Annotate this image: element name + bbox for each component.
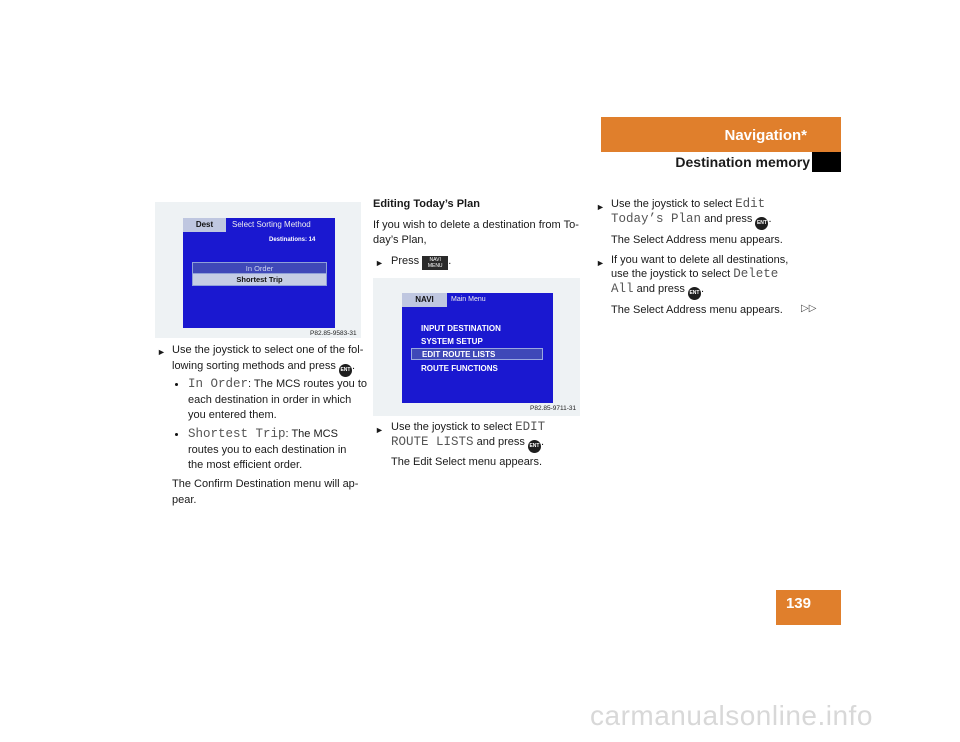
menu-item: ROUTE FUNCTIONS <box>421 364 498 373</box>
step-text-line: Use the joystick to select one of the fo… <box>172 344 364 356</box>
menu-code: ROUTE LISTS <box>391 435 474 449</box>
step-arrow-icon: ► <box>375 425 384 435</box>
option-text-line: you entered them. <box>188 409 277 421</box>
option-code: In Order <box>188 377 249 391</box>
option-shortest-trip: Shortest Trip <box>192 273 327 286</box>
ent-key-icon: ENT <box>527 440 541 453</box>
step-text: and press <box>704 213 753 225</box>
result-text: The Select Address menu appears. <box>611 304 783 316</box>
screen-title: Main Menu <box>451 296 486 303</box>
step-arrow-icon: ► <box>596 202 605 212</box>
section-title: Navigation* <box>601 117 841 152</box>
option-text: : The MCS <box>285 428 338 440</box>
option-code: Shortest Trip <box>188 427 286 441</box>
menu-item: INPUT DESTINATION <box>421 324 501 333</box>
ent-key-icon: ENT <box>338 364 352 377</box>
step-text-line: Use the joystick to select Edit <box>611 196 765 212</box>
bullet-dot <box>175 433 178 436</box>
screen-tab: NAVI <box>402 293 447 307</box>
menu-item: SYSTEM SETUP <box>421 337 483 346</box>
image-reference: P82.85-9711-31 <box>530 405 577 412</box>
option-text-line: routes you to each destination in <box>188 444 347 456</box>
step-text: and press <box>636 283 685 295</box>
step-text: and press <box>476 436 525 448</box>
step-arrow-icon: ► <box>157 347 166 357</box>
step-text-line: use the joystick to select Delete <box>611 266 778 282</box>
step-text: Use the joystick to select <box>391 421 513 433</box>
step-text-line: Use the joystick to select EDIT <box>391 419 545 435</box>
option-text-line: the most efficient order. <box>188 459 303 471</box>
menu-code: EDIT <box>515 420 546 434</box>
result-text-line: pear. <box>172 494 197 506</box>
continue-arrows-icon: ▷▷ <box>801 303 817 314</box>
menu-code: Delete <box>733 267 779 281</box>
intro-text-line: day’s Plan, <box>373 234 427 246</box>
option-description: Shortest Trip: The MCS <box>188 426 338 442</box>
step-arrow-icon: ► <box>596 258 605 268</box>
screen-title: Select Sorting Method <box>232 220 311 229</box>
menu-item-selected: EDIT ROUTE LISTS <box>411 348 543 360</box>
section-subtitle: Destination memory <box>675 154 810 170</box>
option-text-line: each destination in order in which <box>188 394 352 406</box>
step-arrow-icon: ► <box>375 258 384 268</box>
ent-key-icon: ENT <box>755 217 769 230</box>
option-description: In Order: The MCS routes you to <box>188 376 367 392</box>
section-heading: Editing Today’s Plan <box>373 198 480 210</box>
press-label: Press <box>391 255 420 267</box>
result-text: The Edit Select menu appears. <box>391 456 543 468</box>
step-text-line: lowing sorting methods and press ENT. <box>172 358 355 377</box>
page-number: 139 <box>776 590 841 625</box>
menu-code: Today’s Plan <box>611 212 702 226</box>
step-text-line: ROUTE LISTS and press ENT. <box>391 434 544 453</box>
option-text: : The MCS routes you to <box>248 378 368 390</box>
screenshot-main-menu: NAVI Main Menu INPUT DESTINATION SYSTEM … <box>373 278 580 416</box>
menu-code: Edit <box>735 197 766 211</box>
ent-key-icon: ENT <box>687 287 701 300</box>
result-text: The Select Address menu appears. <box>611 234 783 246</box>
step-text-line: All and press ENT. <box>611 281 704 300</box>
step-text-line: Today’s Plan and press ENT. <box>611 211 772 230</box>
step-text: lowing sorting methods and press <box>172 360 336 372</box>
result-text-line: The Confirm Destination menu will ap- <box>172 478 359 490</box>
menu-code: All <box>611 282 634 296</box>
header-marker <box>812 152 841 172</box>
step-text-line: If you want to delete all destinations, <box>611 254 789 266</box>
watermark: carmanualsonline.info <box>590 700 873 731</box>
screen-tab: Dest <box>183 218 226 232</box>
step-text: Use the joystick to select <box>611 198 733 210</box>
image-reference: P82.85-9583-31 <box>310 330 357 337</box>
intro-text-line: If you wish to delete a destination from… <box>373 219 579 231</box>
destinations-count: Destinations: 14 <box>269 237 316 243</box>
screenshot-sort-method: Dest Select Sorting Method Destinations:… <box>155 202 361 338</box>
bullet-dot <box>175 383 178 386</box>
step-text: use the joystick to select <box>611 268 731 280</box>
